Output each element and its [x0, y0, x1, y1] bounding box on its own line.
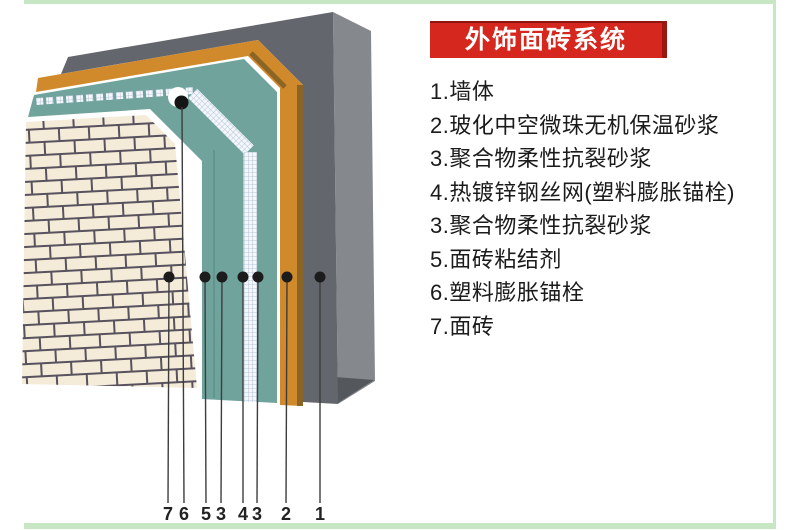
callout-dot [314, 271, 326, 283]
legend-item: 7.面砖 [430, 313, 495, 339]
legend-title: 外饰面砖系统 [430, 21, 667, 58]
wall-side-face [333, 12, 375, 404]
callout-dot [199, 271, 211, 283]
callout-line [167, 276, 170, 504]
legend-item: 6.塑料膨胀锚栓 [430, 280, 585, 305]
callout-line [181, 106, 185, 504]
callout-dot [216, 271, 228, 283]
callout-dot [281, 271, 293, 283]
callout-number: 3 [252, 504, 262, 524]
wire-mesh-diagonal [188, 88, 254, 155]
callout-dot [163, 271, 175, 283]
callout-number: 3 [216, 504, 226, 524]
legend-item: 3.聚合物柔性抗裂砂浆 [430, 146, 652, 171]
legend-item: 1.墙体 [430, 79, 495, 104]
wire-mesh-column [243, 152, 257, 402]
wall-front-face [61, 12, 338, 404]
callout-number: 2 [281, 504, 291, 524]
callout-line [220, 276, 223, 504]
callout-number: 5 [201, 504, 211, 524]
callout-dot [237, 271, 249, 283]
insulation-edge-bevel [249, 51, 287, 89]
callout-line [204, 276, 207, 504]
callout-number: 1 [315, 504, 325, 524]
tile-panel [22, 115, 197, 388]
legend-item: 4.热镀锌钢丝网(塑料膨胀锚栓) [430, 179, 736, 205]
callout-line [285, 276, 288, 504]
legend-item: 3.聚合物柔性抗裂砂浆 [430, 213, 652, 238]
callout-number: 4 [238, 504, 248, 524]
legend-item: 2.玻化中空微珠无机保温砂浆 [430, 112, 720, 138]
legend-item: 5.面砖粘结剂 [430, 246, 562, 272]
legend: 外饰面砖系统 1.墙体 2.玻化中空微珠无机保温砂浆 3.聚合物柔性抗裂砂浆 4.热镀… [430, 21, 775, 343]
callout-dot [252, 271, 264, 283]
callout-line [256, 276, 259, 504]
green-border-frame [24, 0, 776, 529]
legend-item-list: 1.墙体 2.玻化中空微珠无机保温砂浆 3.聚合物柔性抗裂砂浆 4.热镀锌钢丝网(塑料… [430, 75, 775, 343]
callout-number: 6 [179, 504, 189, 524]
anchor-pin-icon [174, 95, 189, 110]
callout-number: 7 [163, 504, 173, 524]
insulation-edge-column [297, 85, 303, 406]
